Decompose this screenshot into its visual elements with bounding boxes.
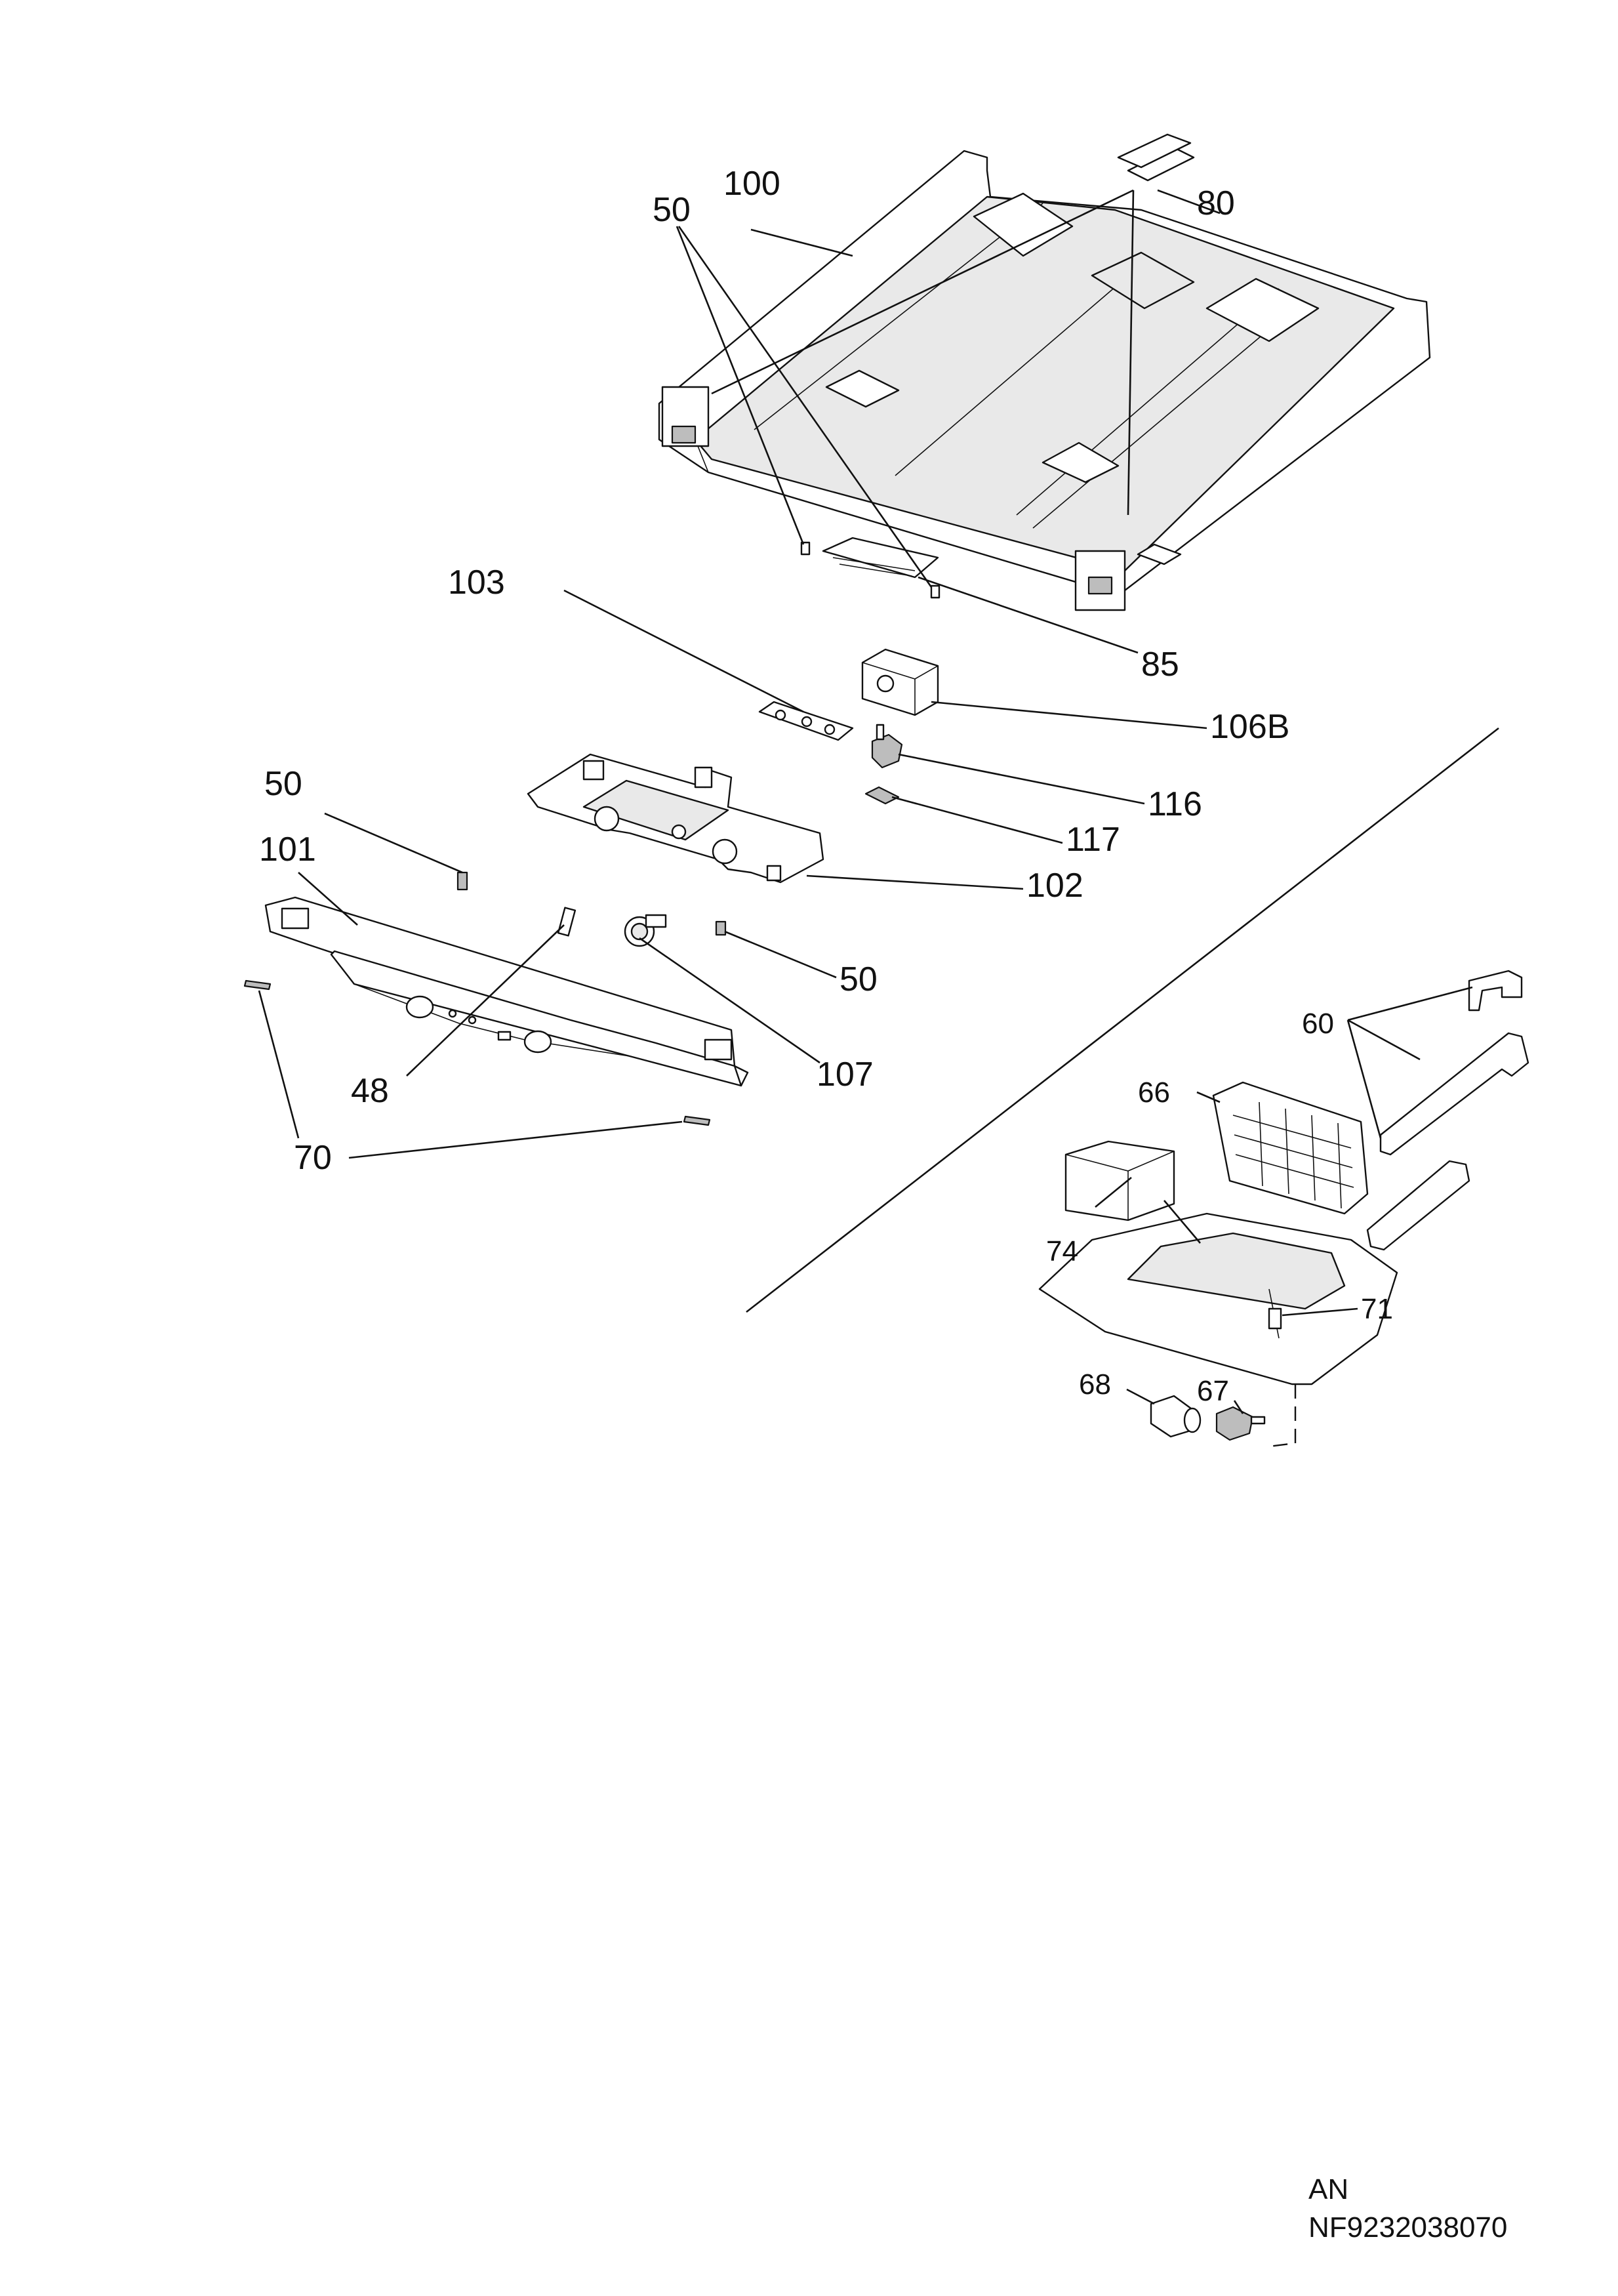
part-106b-thermostat	[861, 648, 939, 716]
callout-106b: 106B	[1210, 708, 1289, 746]
part-67-plug	[1215, 1406, 1266, 1441]
callout-66: 66	[1138, 1076, 1170, 1109]
callout-67: 67	[1197, 1375, 1229, 1407]
part-60-slide-rails	[1366, 970, 1529, 1251]
part-117-clip	[864, 786, 900, 805]
callout-68: 68	[1079, 1368, 1111, 1401]
part-71-clip	[1268, 1307, 1282, 1330]
callout-102: 102	[1026, 867, 1083, 905]
callout-50-left: 50	[264, 765, 302, 803]
part-101-front-panel	[264, 896, 749, 1087]
assembly-guide-dashed	[1268, 1384, 1297, 1448]
callout-85: 85	[1141, 646, 1179, 684]
part-103-control-board	[758, 701, 854, 741]
leader-lines	[258, 189, 1473, 1414]
part-50-screw-right	[715, 920, 727, 936]
part-107-knob	[624, 914, 667, 947]
section-divider-line	[746, 727, 1499, 1313]
part-80-cover	[1117, 133, 1192, 169]
callout-50-top: 50	[653, 191, 691, 229]
callout-48: 48	[351, 1072, 389, 1110]
part-66-filter-grid	[1212, 1081, 1369, 1215]
part-85-connector-strip	[800, 537, 940, 599]
part-74-filter-block	[1064, 1140, 1175, 1221]
callout-60: 60	[1302, 1008, 1334, 1040]
callout-103: 103	[448, 564, 505, 602]
callout-116: 116	[1148, 785, 1202, 823]
part-68-cylinder	[1150, 1395, 1202, 1438]
part-100-shelf-tray	[658, 146, 1431, 611]
callout-70: 70	[294, 1139, 332, 1177]
part-drawer-tray	[1038, 1212, 1398, 1385]
callout-80: 80	[1197, 184, 1235, 222]
callout-100: 100	[723, 165, 780, 203]
footer-line-1: AN	[1308, 2173, 1348, 2205]
callout-50-right: 50	[839, 960, 878, 998]
footer-line-2: NF9232038070	[1308, 2211, 1507, 2244]
part-102-control-housing	[527, 753, 824, 884]
part-50-screw-left	[456, 871, 468, 891]
callout-labels: 100 50 80 85 103 106B 116 117 102 50 101…	[259, 165, 1393, 1407]
callout-107: 107	[817, 1056, 874, 1094]
callout-101: 101	[259, 830, 316, 869]
part-48-pin	[557, 907, 576, 937]
part-70-strips	[243, 979, 711, 1126]
callout-117: 117	[1066, 821, 1120, 859]
callout-71: 71	[1361, 1293, 1393, 1325]
part-116-switch	[871, 724, 903, 769]
document-code: AN NF9232038070	[1308, 2173, 1507, 2244]
callout-74: 74	[1046, 1235, 1078, 1267]
